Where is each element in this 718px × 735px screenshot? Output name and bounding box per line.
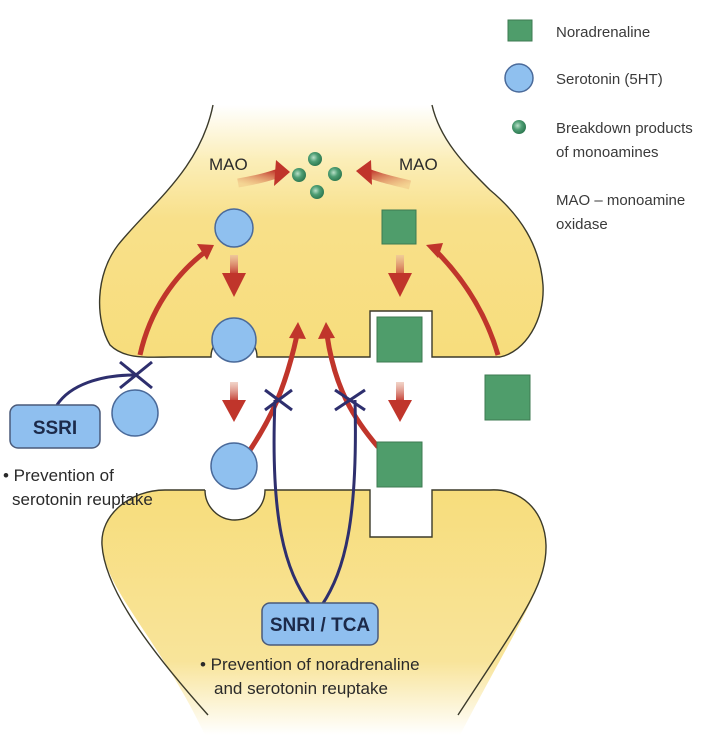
arrow-down-serotonin-cleft [222, 400, 246, 422]
ssri-block-x-icon [119, 360, 153, 390]
arrow-shaft [396, 382, 404, 402]
arrow-head [197, 244, 214, 260]
breakdown-dot [328, 167, 342, 181]
serotonin-presynaptic [214, 208, 254, 248]
reuptake-arrow-serotonin-left [137, 250, 207, 356]
breakdown-dot [310, 185, 324, 199]
ssri-inhibition-line [55, 373, 136, 406]
arrow-head [318, 322, 335, 339]
legend-mao-label-line1: MAO – monoamine [556, 192, 685, 209]
noradrenaline-release-site [376, 316, 423, 363]
noradrenaline-presynaptic [381, 209, 417, 245]
arrow-shaft [230, 382, 238, 402]
legend: Noradrenaline Serotonin (5HT) Breakdown … [504, 19, 693, 233]
postsynaptic-membrane [204, 489, 547, 716]
snri-tca-label: SNRI / TCA [270, 615, 371, 636]
mao-arrow-left-head [274, 160, 290, 186]
mao-label-right: MAO [399, 155, 438, 174]
snri-note-line1: • Prevention of noradrenaline [200, 655, 420, 674]
mao-arrow-right-head [356, 160, 372, 185]
legend-breakdown-label-line1: Breakdown products [556, 120, 693, 137]
reuptake-arrow-noradrenaline-right [433, 248, 501, 356]
arrow-head [289, 322, 306, 339]
legend-noradrenaline-icon [507, 19, 533, 42]
breakdown-dot [308, 152, 322, 166]
legend-mao-label-line2: oxidase [556, 216, 608, 233]
snri-tca-box [261, 602, 379, 646]
legend-serotonin-icon [504, 63, 534, 93]
ssri-note-line1: • Prevention of [3, 466, 114, 485]
arrow-shaft [230, 255, 238, 275]
ssri-label: SSRI [33, 418, 77, 439]
arrow-shaft [396, 255, 404, 275]
breakdown-products [292, 152, 342, 199]
postsynaptic-membrane-left [101, 489, 209, 716]
arrow-down-noradrenaline-cleft [388, 400, 412, 422]
serotonin-release-site [211, 317, 257, 363]
presynaptic-neuron [99, 105, 544, 358]
legend-serotonin-label: Serotonin (5HT) [556, 71, 663, 88]
snri-inhibition-line-left [272, 399, 312, 606]
ssri-box [9, 404, 101, 449]
breakdown-dot [292, 168, 306, 182]
mao-label-left: MAO [209, 155, 248, 174]
arrow-down-noradrenaline-pre [388, 273, 412, 297]
legend-noradrenaline-label: Noradrenaline [556, 24, 650, 41]
legend-breakdown-icon [512, 120, 526, 134]
snri-block-x-icon-right [334, 388, 366, 412]
ssri-note-line2: serotonin reuptake [12, 490, 153, 509]
noradrenaline-at-receptor [376, 441, 423, 488]
arrow-down-serotonin-pre [222, 273, 246, 297]
arrow-head [426, 243, 443, 258]
noradrenaline-cleft-right [484, 374, 531, 421]
snri-block-x-icon-left [264, 388, 293, 412]
serotonin-at-receptor [210, 442, 258, 490]
snri-inhibition-line-right [320, 399, 357, 606]
serotonin-cleft-left [111, 389, 159, 437]
legend-breakdown-label-line2: of monoamines [556, 144, 659, 161]
snri-note-line2: and serotonin reuptake [214, 679, 388, 698]
